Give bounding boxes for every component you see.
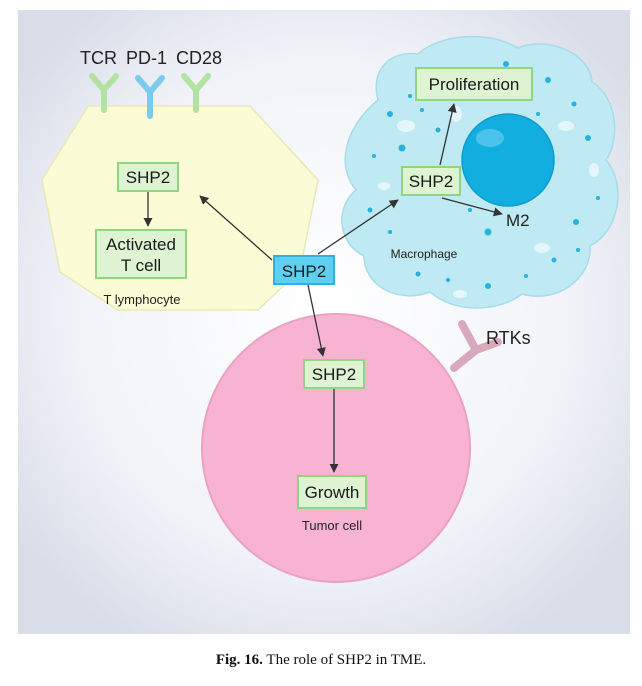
growth-label: Growth [305, 483, 360, 502]
tumor-shp2-label: SHP2 [312, 365, 356, 384]
arrow-macrophage-shp2-to-m2 [441, 197, 503, 217]
arrow-center-to-tcell-shp2 [199, 195, 273, 261]
proliferation-box [415, 67, 533, 101]
arrow-center-to-tumor-shp2 [307, 284, 326, 357]
tumor-cell [201, 313, 471, 583]
proliferation-label: Proliferation [429, 75, 520, 94]
caption-text: The role of SHP2 in TME. [266, 652, 427, 668]
macrophage-nucleus [461, 113, 555, 207]
pd1-receptor-icon [135, 75, 165, 119]
activated-tcell-label-line2: T cell [121, 256, 161, 275]
shp2-tme-diagram: TCR PD-1 CD28 SHP2 Activated T cell T ly… [18, 10, 630, 634]
tcell-shp2-box [117, 162, 179, 192]
macrophage-vesicles [378, 78, 599, 298]
pd1-label: PD-1 [126, 48, 167, 68]
macrophage-shp2-label: SHP2 [409, 172, 453, 191]
growth-box [297, 475, 367, 509]
tumor-shp2-box [303, 359, 365, 389]
tcr-label: TCR [80, 48, 117, 68]
center-shp2-box [273, 255, 335, 285]
center-shp2-label: SHP2 [282, 262, 326, 281]
cd28-receptor-icon [181, 73, 211, 113]
rtk-receptor-icon [450, 320, 502, 372]
t-lymphocyte-label: T lymphocyte [103, 292, 180, 307]
caption-fig-label: Fig. 16. [215, 652, 263, 668]
activated-tcell-box [95, 229, 187, 279]
macrophage-granules [367, 61, 600, 289]
cd28-label: CD28 [176, 48, 222, 68]
rtks-label: RTKs [486, 328, 531, 348]
figure-panel: TCR PD-1 CD28 SHP2 Activated T cell T ly… [18, 10, 630, 634]
figure-caption: Fig. 16. The role of SHP2 in TME. [0, 652, 642, 669]
tcr-receptor-icon [89, 73, 119, 113]
tumor-cell-label: Tumor cell [302, 518, 362, 533]
macrophage-shp2-box [401, 166, 461, 196]
nucleus-highlight [476, 129, 504, 147]
arrow-center-to-macrophage-shp2 [317, 199, 399, 255]
m2-label: M2 [506, 211, 530, 230]
activated-tcell-label-line1: Activated [106, 235, 176, 254]
macrophage-label: Macrophage [391, 247, 458, 261]
arrow-macrophage-shp2-to-proliferation [439, 103, 457, 166]
tcell-shp2-label: SHP2 [126, 168, 170, 187]
